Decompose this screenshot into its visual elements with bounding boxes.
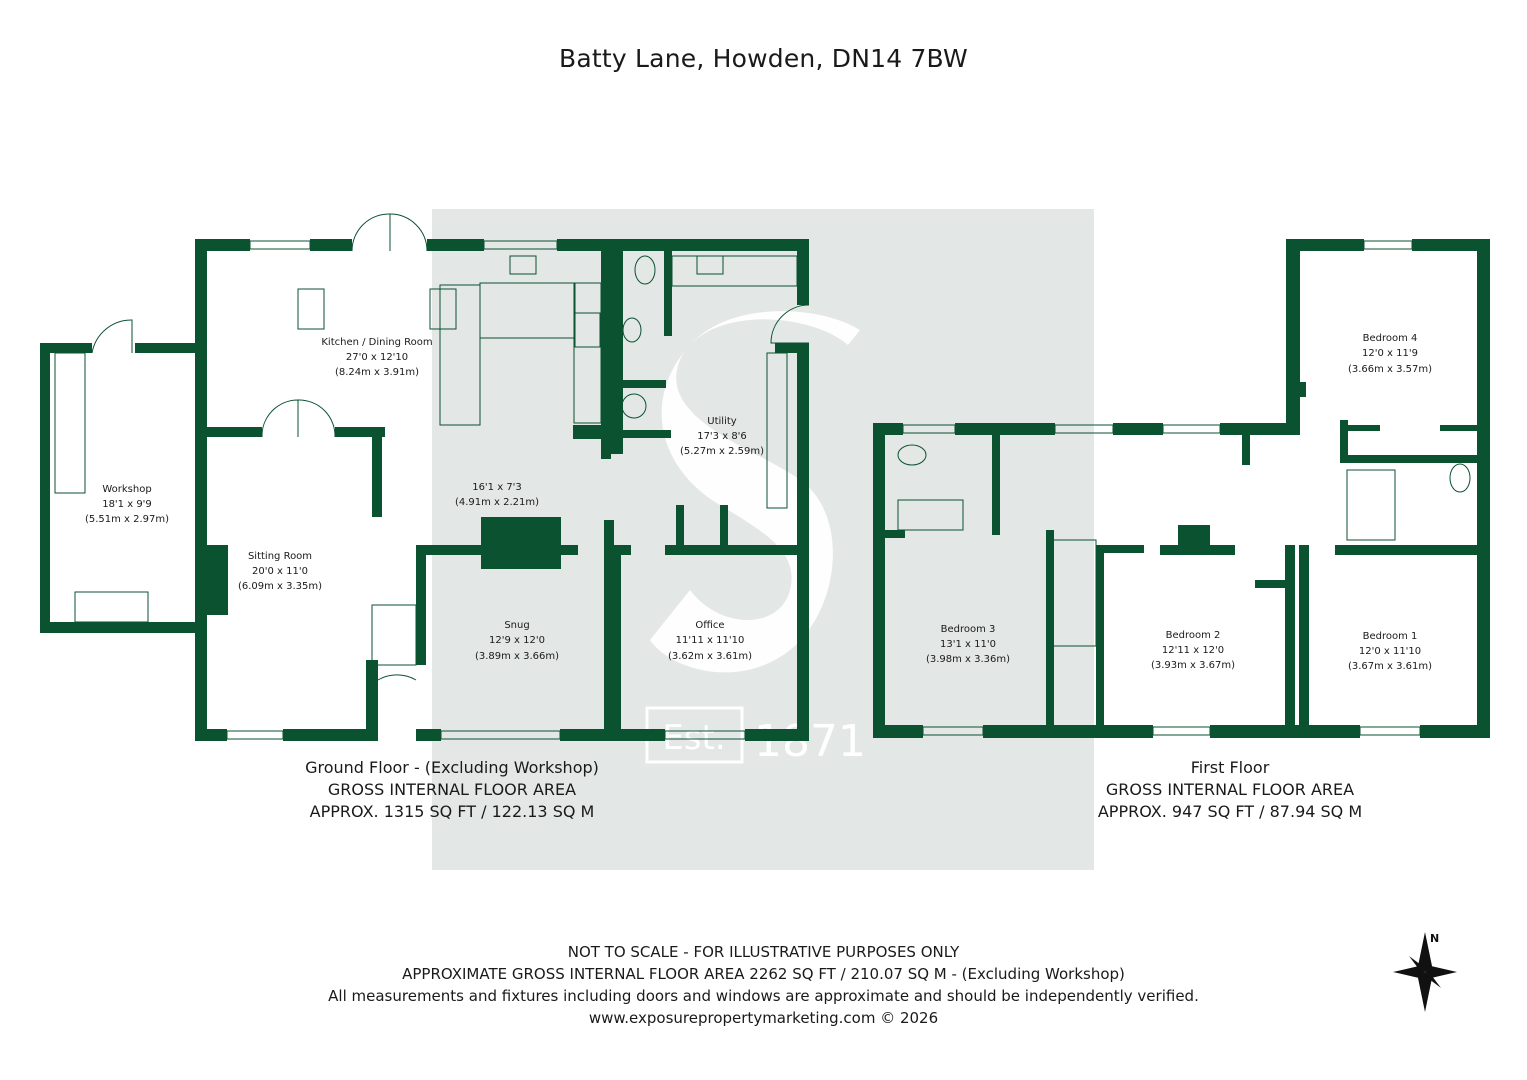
first-floor-caption: First Floor GROSS INTERNAL FLOOR AREA AP… (1080, 757, 1380, 823)
bedroom-4-imperial: 12'0 x 11'9 (1362, 348, 1418, 359)
bedroom-3-metric: (3.98m x 3.36m) (926, 654, 1010, 665)
first-floor-area-value: APPROX. 947 SQ FT / 87.94 SQ M (1097, 802, 1363, 821)
first-floor-area-label: GROSS INTERNAL FLOOR AREA (1105, 780, 1355, 799)
snug-imperial: 12'9 x 12'0 (489, 635, 545, 646)
hall-imperial: 16'1 x 7'3 (472, 482, 522, 493)
bedroom-3-name: Bedroom 3 (941, 624, 996, 635)
footer-website: www.exposurepropertymarketing.com © 2026 (588, 1009, 939, 1027)
hall-metric: (4.91m x 2.21m) (455, 497, 539, 508)
workshop-imperial: 18'1 x 9'9 (102, 499, 152, 510)
footer-measurement-note: All measurements and fixtures including … (328, 987, 1199, 1005)
kitchen-imperial: 27'0 x 12'10 (346, 352, 408, 363)
workshop-name: Workshop (102, 484, 151, 495)
room-labels: Workshop 18'1 x 9'9 (5.51m x 2.97m) Kitc… (85, 333, 1432, 672)
watermark-est-text: Est. (662, 718, 725, 758)
bedroom-1-name: Bedroom 1 (1363, 631, 1418, 642)
snug-metric: (3.89m x 3.66m) (475, 651, 559, 662)
office-imperial: 11'11 x 11'10 (676, 635, 745, 646)
kitchen-name: Kitchen / Dining Room (321, 337, 432, 348)
utility-metric: (5.27m x 2.59m) (680, 446, 764, 457)
footer-disclaimer: NOT TO SCALE - FOR ILLUSTRATIVE PURPOSES… (0, 941, 1527, 1029)
footer-scale-note: NOT TO SCALE - FOR ILLUSTRATIVE PURPOSES… (567, 943, 960, 961)
bedroom-2-name: Bedroom 2 (1166, 630, 1221, 641)
utility-imperial: 17'3 x 8'6 (697, 431, 747, 442)
bedroom-1-imperial: 12'0 x 11'10 (1359, 646, 1421, 657)
watermark-year-text: 1871 (754, 716, 866, 767)
ground-floor-caption: Ground Floor - (Excluding Workshop) GROS… (292, 757, 612, 823)
office-metric: (3.62m x 3.61m) (668, 651, 752, 662)
ground-floor-walls (40, 239, 809, 741)
kitchen-metric: (8.24m x 3.91m) (335, 367, 419, 378)
office-name: Office (695, 620, 724, 631)
sitting-room-imperial: 20'0 x 11'0 (252, 566, 308, 577)
first-floor-title: First Floor (1190, 758, 1270, 777)
fixtures (54, 213, 1471, 740)
first-floor-walls (873, 239, 1490, 738)
ground-floor-area-value: APPROX. 1315 SQ FT / 122.13 SQ M (309, 802, 595, 821)
footer-total-area: APPROXIMATE GROSS INTERNAL FLOOR AREA 22… (402, 965, 1125, 983)
bedroom-4-metric: (3.66m x 3.57m) (1348, 364, 1432, 375)
bedroom-3-imperial: 13'1 x 11'0 (940, 639, 996, 650)
snug-name: Snug (504, 620, 529, 631)
workshop-metric: (5.51m x 2.97m) (85, 514, 169, 525)
bedroom-4-name: Bedroom 4 (1363, 333, 1418, 344)
sitting-room-name: Sitting Room (248, 551, 312, 562)
compass-north-label: N (1430, 932, 1439, 945)
ground-floor-area-label: GROSS INTERNAL FLOOR AREA (327, 780, 577, 799)
sitting-room-metric: (6.09m x 3.35m) (238, 581, 322, 592)
compass-icon: N (1393, 932, 1457, 1012)
page-title: Batty Lane, Howden, DN14 7BW (559, 44, 968, 73)
utility-name: Utility (707, 416, 736, 427)
bedroom-1-metric: (3.67m x 3.61m) (1348, 661, 1432, 672)
bedroom-2-metric: (3.93m x 3.67m) (1151, 660, 1235, 671)
bedroom-2-imperial: 12'11 x 12'0 (1162, 645, 1224, 656)
ground-floor-title: Ground Floor - (Excluding Workshop) (305, 758, 599, 777)
